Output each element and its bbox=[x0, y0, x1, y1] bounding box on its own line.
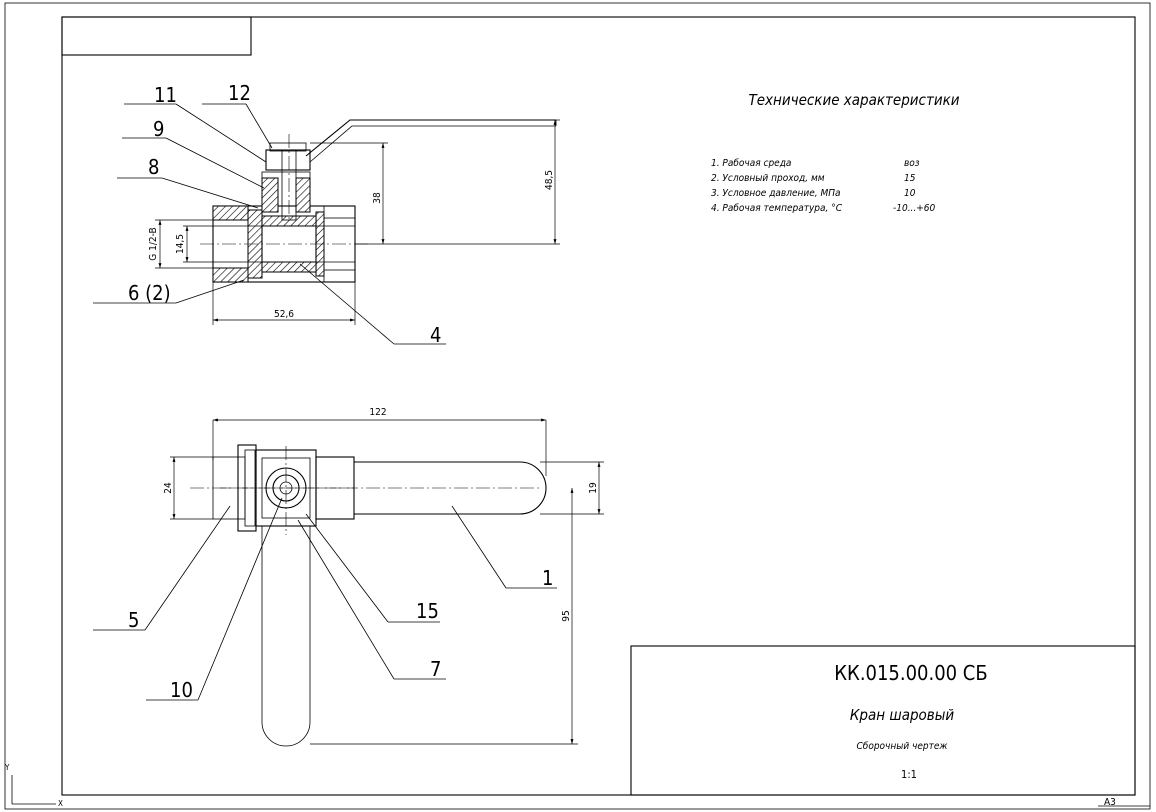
callout-8: 8 bbox=[148, 155, 159, 179]
axis-x-label: X bbox=[58, 799, 63, 808]
dim-122: 122 bbox=[369, 407, 386, 418]
callout-6: 6 (2) bbox=[128, 281, 171, 305]
callout-5: 5 bbox=[128, 608, 139, 632]
drawing-type: Сборочный чертеж bbox=[856, 740, 948, 752]
plan-view bbox=[190, 444, 547, 747]
dim-38: 38 bbox=[372, 192, 383, 204]
title-block: КК.015.00.00 СБ Кран шаровый Сборочный ч… bbox=[630, 645, 1136, 796]
callout-12: 12 bbox=[228, 81, 251, 105]
ucs-icon: Y X bbox=[4, 763, 63, 808]
plan-callouts: 5 1 15 7 10 bbox=[93, 497, 557, 702]
tech-row-1-value: воз bbox=[904, 158, 920, 169]
outer-frame bbox=[4, 2, 1151, 810]
tech-row-2-value: 15 bbox=[904, 173, 916, 184]
callout-10: 10 bbox=[170, 678, 193, 702]
dim-24: 24 bbox=[163, 482, 174, 494]
tech-row-3-value: 10 bbox=[904, 188, 916, 199]
tech-specs: Технические характеристики 1. Рабочая ср… bbox=[711, 91, 960, 214]
callout-7: 7 bbox=[430, 657, 441, 681]
section-view bbox=[200, 119, 557, 283]
drawing-code: КК.015.00.00 СБ bbox=[834, 661, 987, 685]
axis-y-label: Y bbox=[4, 763, 10, 772]
drawing-name: Кран шаровый bbox=[850, 706, 955, 724]
callout-11: 11 bbox=[154, 83, 177, 107]
dim-52-6: 52,6 bbox=[274, 309, 294, 320]
plan-dimensions: 122 24 19 95 bbox=[163, 407, 604, 745]
callout-15: 15 bbox=[416, 599, 439, 623]
dim-48-5: 48,5 bbox=[544, 170, 555, 190]
drawing-scale: 1:1 bbox=[901, 768, 917, 781]
callout-4: 4 bbox=[430, 323, 441, 347]
dim-19: 19 bbox=[588, 482, 599, 494]
top-left-box bbox=[61, 16, 252, 56]
tech-row-4-value: -10...+60 bbox=[893, 203, 936, 214]
inner-frame bbox=[61, 16, 1136, 796]
tech-row-1-label: 1. Рабочая среда bbox=[711, 157, 791, 169]
tech-row-4-label: 4. Рабочая температура, °С bbox=[711, 202, 843, 214]
format-label: А3 bbox=[1104, 797, 1116, 808]
section-callouts: 11 12 9 8 6 (2) 4 bbox=[93, 81, 446, 347]
section-dimensions: 38 48,5 52,6 14,5 G 1/2-B bbox=[148, 119, 560, 325]
tech-row-2-label: 2. Условный проход, мм bbox=[711, 173, 825, 184]
callout-1: 1 bbox=[542, 566, 553, 590]
dim-14-5: 14,5 bbox=[175, 234, 186, 254]
dim-thread: G 1/2-B bbox=[148, 227, 159, 260]
dim-95: 95 bbox=[561, 610, 572, 621]
tech-row-3-label: 3. Условное давление, МПа bbox=[711, 188, 841, 199]
callout-9: 9 bbox=[153, 117, 164, 141]
tech-title: Технические характеристики bbox=[748, 91, 959, 109]
